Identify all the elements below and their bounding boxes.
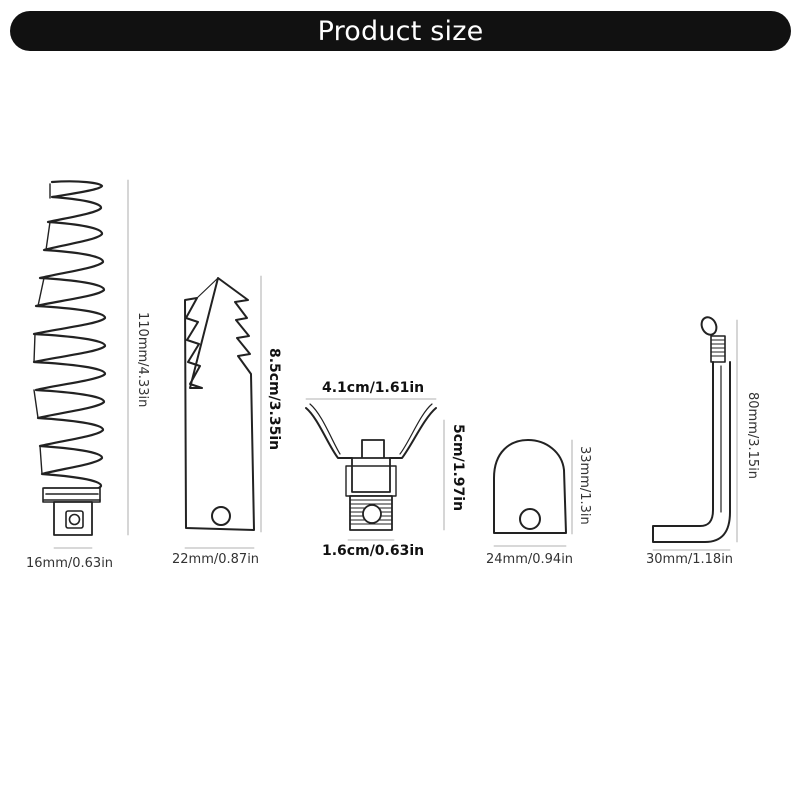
rounded-cutter-width-label: 24mm/0.94in — [486, 552, 574, 567]
title-bar: Product size — [10, 11, 791, 51]
l-wrench-width-label: 30mm/1.18in — [646, 552, 734, 567]
page-title: Product size — [317, 15, 484, 47]
serrated-blade-icon — [184, 275, 262, 549]
rounded-cutter-icon — [493, 439, 573, 547]
spring-auger-icon — [32, 179, 129, 549]
v-cutter-icon — [305, 398, 445, 541]
v-cutter-top-label: 4.1cm/1.61in — [322, 380, 425, 396]
spring-auger-height-label: 110mm/4.33in — [135, 312, 150, 408]
l-wrench-height-label: 80mm/3.15in — [745, 392, 760, 480]
v-cutter-height-label: 5cm/1.97in — [450, 424, 466, 512]
serrated-blade-width-label: 22mm/0.87in — [172, 552, 260, 567]
rounded-cutter-height-label: 33mm/1.3in — [577, 446, 592, 525]
l-wrench-icon — [652, 316, 738, 551]
spring-auger-width-label: 16mm/0.63in — [26, 556, 114, 571]
serrated-blade-height-label: 8.5cm/3.35in — [266, 348, 282, 451]
v-cutter-width-label: 1.6cm/0.63in — [322, 543, 425, 559]
